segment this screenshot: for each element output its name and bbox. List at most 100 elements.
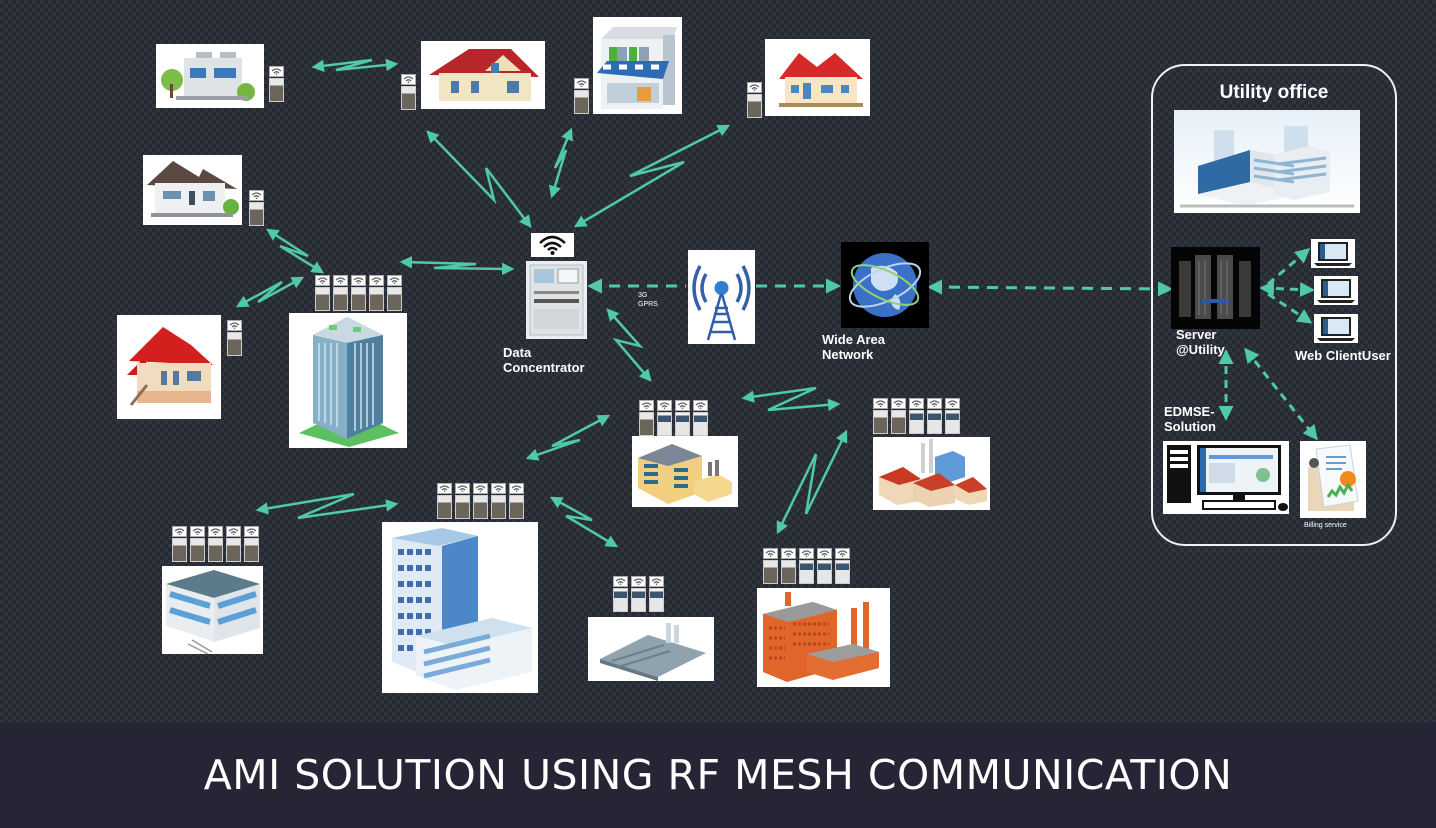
shop-image [593, 17, 682, 114]
wifi-icon [369, 275, 384, 286]
wan-label: Wide Area Network [822, 332, 885, 362]
smart-meter [799, 548, 814, 584]
smart-meter [333, 275, 348, 311]
wifi-icon [649, 576, 664, 587]
link-officeblock-highrise [255, 492, 399, 520]
meter-body [226, 538, 241, 562]
meter-body [315, 287, 330, 311]
data-concentrator-image[interactable] [526, 261, 587, 339]
meter-body [369, 287, 384, 311]
diagram-canvas: Data Concentrator 3G GPRS Wide Area Netw… [117, 17, 1397, 693]
smart-meter [613, 576, 628, 612]
web-client-laptop-1[interactable] [1311, 239, 1355, 268]
data-concentrator-label-line2: Concentrator [503, 360, 585, 375]
smart-meter [269, 66, 284, 102]
red-roof-house-image [765, 39, 870, 116]
link-villa-concentrator [426, 130, 532, 228]
meter-body [208, 538, 223, 562]
smart-meter [631, 576, 646, 612]
meter-body [244, 538, 259, 562]
link-wan-server [927, 279, 1173, 297]
server-image[interactable] [1171, 247, 1260, 329]
meter-body [763, 560, 778, 584]
server-label-line2: @Utility [1176, 342, 1225, 357]
meter-group-white-house [249, 190, 264, 226]
wifi-icon [455, 483, 470, 494]
meter-body [437, 495, 452, 519]
meter-body [909, 410, 924, 434]
wifi-icon [891, 398, 906, 409]
meter-body [387, 287, 402, 311]
meter-body [613, 588, 628, 612]
wifi-icon [613, 576, 628, 587]
link-redhouse-tower [235, 276, 305, 308]
red-roof-villa-image [421, 41, 545, 109]
title-banner: AMI SOLUTION USING RF MESH COMMUNICATION [0, 722, 1436, 828]
smart-meter [747, 82, 762, 118]
laptop-icon [1314, 276, 1358, 305]
meter-body [927, 410, 942, 434]
meter-body [649, 588, 664, 612]
smart-meter [873, 398, 888, 434]
office-block-image [162, 566, 263, 654]
link-highrise-flatfactory [549, 496, 619, 548]
meter-body [891, 410, 906, 434]
smart-meter [226, 526, 241, 562]
link-type-label: 3G GPRS [638, 291, 658, 309]
wifi-icon [208, 526, 223, 537]
wifi-icon [639, 400, 654, 411]
wifi-icon [473, 483, 488, 494]
meter-group-red-house [227, 320, 242, 356]
web-client-laptop-2[interactable] [1314, 276, 1358, 305]
edms-workstation-image[interactable] [1163, 441, 1289, 514]
wifi-icon [401, 74, 416, 85]
wifi-icon [799, 548, 814, 559]
data-concentrator-label: Data Concentrator [503, 345, 585, 375]
wifi-icon [927, 398, 942, 409]
smart-meter [927, 398, 942, 434]
link-tower-concentrator [399, 256, 515, 276]
meter-body [945, 410, 960, 434]
smart-meter [693, 400, 708, 436]
billing-service-image[interactable] [1300, 441, 1366, 518]
flat-factory-image [588, 617, 714, 681]
link-shop-concentrator [548, 127, 573, 199]
antenna-tower-icon [688, 250, 755, 344]
link-type-3g: 3G [638, 292, 648, 299]
smart-meter [208, 526, 223, 562]
data-concentrator-label-line1: Data [503, 345, 532, 360]
wifi-icon [244, 526, 259, 537]
meter-group-flat-factory [613, 576, 664, 612]
meter-body [693, 412, 708, 436]
wifi-icon [747, 82, 762, 93]
smart-meter [763, 548, 778, 584]
wifi-icon [945, 398, 960, 409]
meter-body [172, 538, 187, 562]
web-client-laptop-3[interactable] [1314, 314, 1358, 343]
smart-meter [574, 78, 589, 114]
meter-body [747, 94, 762, 118]
wifi-icon [531, 233, 574, 257]
link-redfactory-brickfactory [776, 429, 848, 535]
meter-body [473, 495, 488, 519]
modern-house-image [156, 44, 264, 108]
wifi-icon [227, 320, 242, 331]
smart-meter [491, 483, 506, 519]
link-concentrator-yellowfactory [606, 308, 652, 382]
smart-meter [351, 275, 366, 311]
meter-group-villa [401, 74, 416, 110]
smart-meter [909, 398, 924, 434]
edms-label-line1: EDMSE- [1164, 404, 1215, 419]
meter-body [781, 560, 796, 584]
yellow-factory-image [632, 436, 738, 507]
meter-body [631, 588, 646, 612]
smart-meter [639, 400, 654, 436]
meter-body [269, 78, 284, 102]
smart-meter [401, 74, 416, 110]
smart-meter [473, 483, 488, 519]
meter-body [190, 538, 205, 562]
wifi-icon [509, 483, 524, 494]
meter-group-modern-house [269, 66, 284, 102]
smart-meter [817, 548, 832, 584]
white-house-image [143, 155, 242, 225]
